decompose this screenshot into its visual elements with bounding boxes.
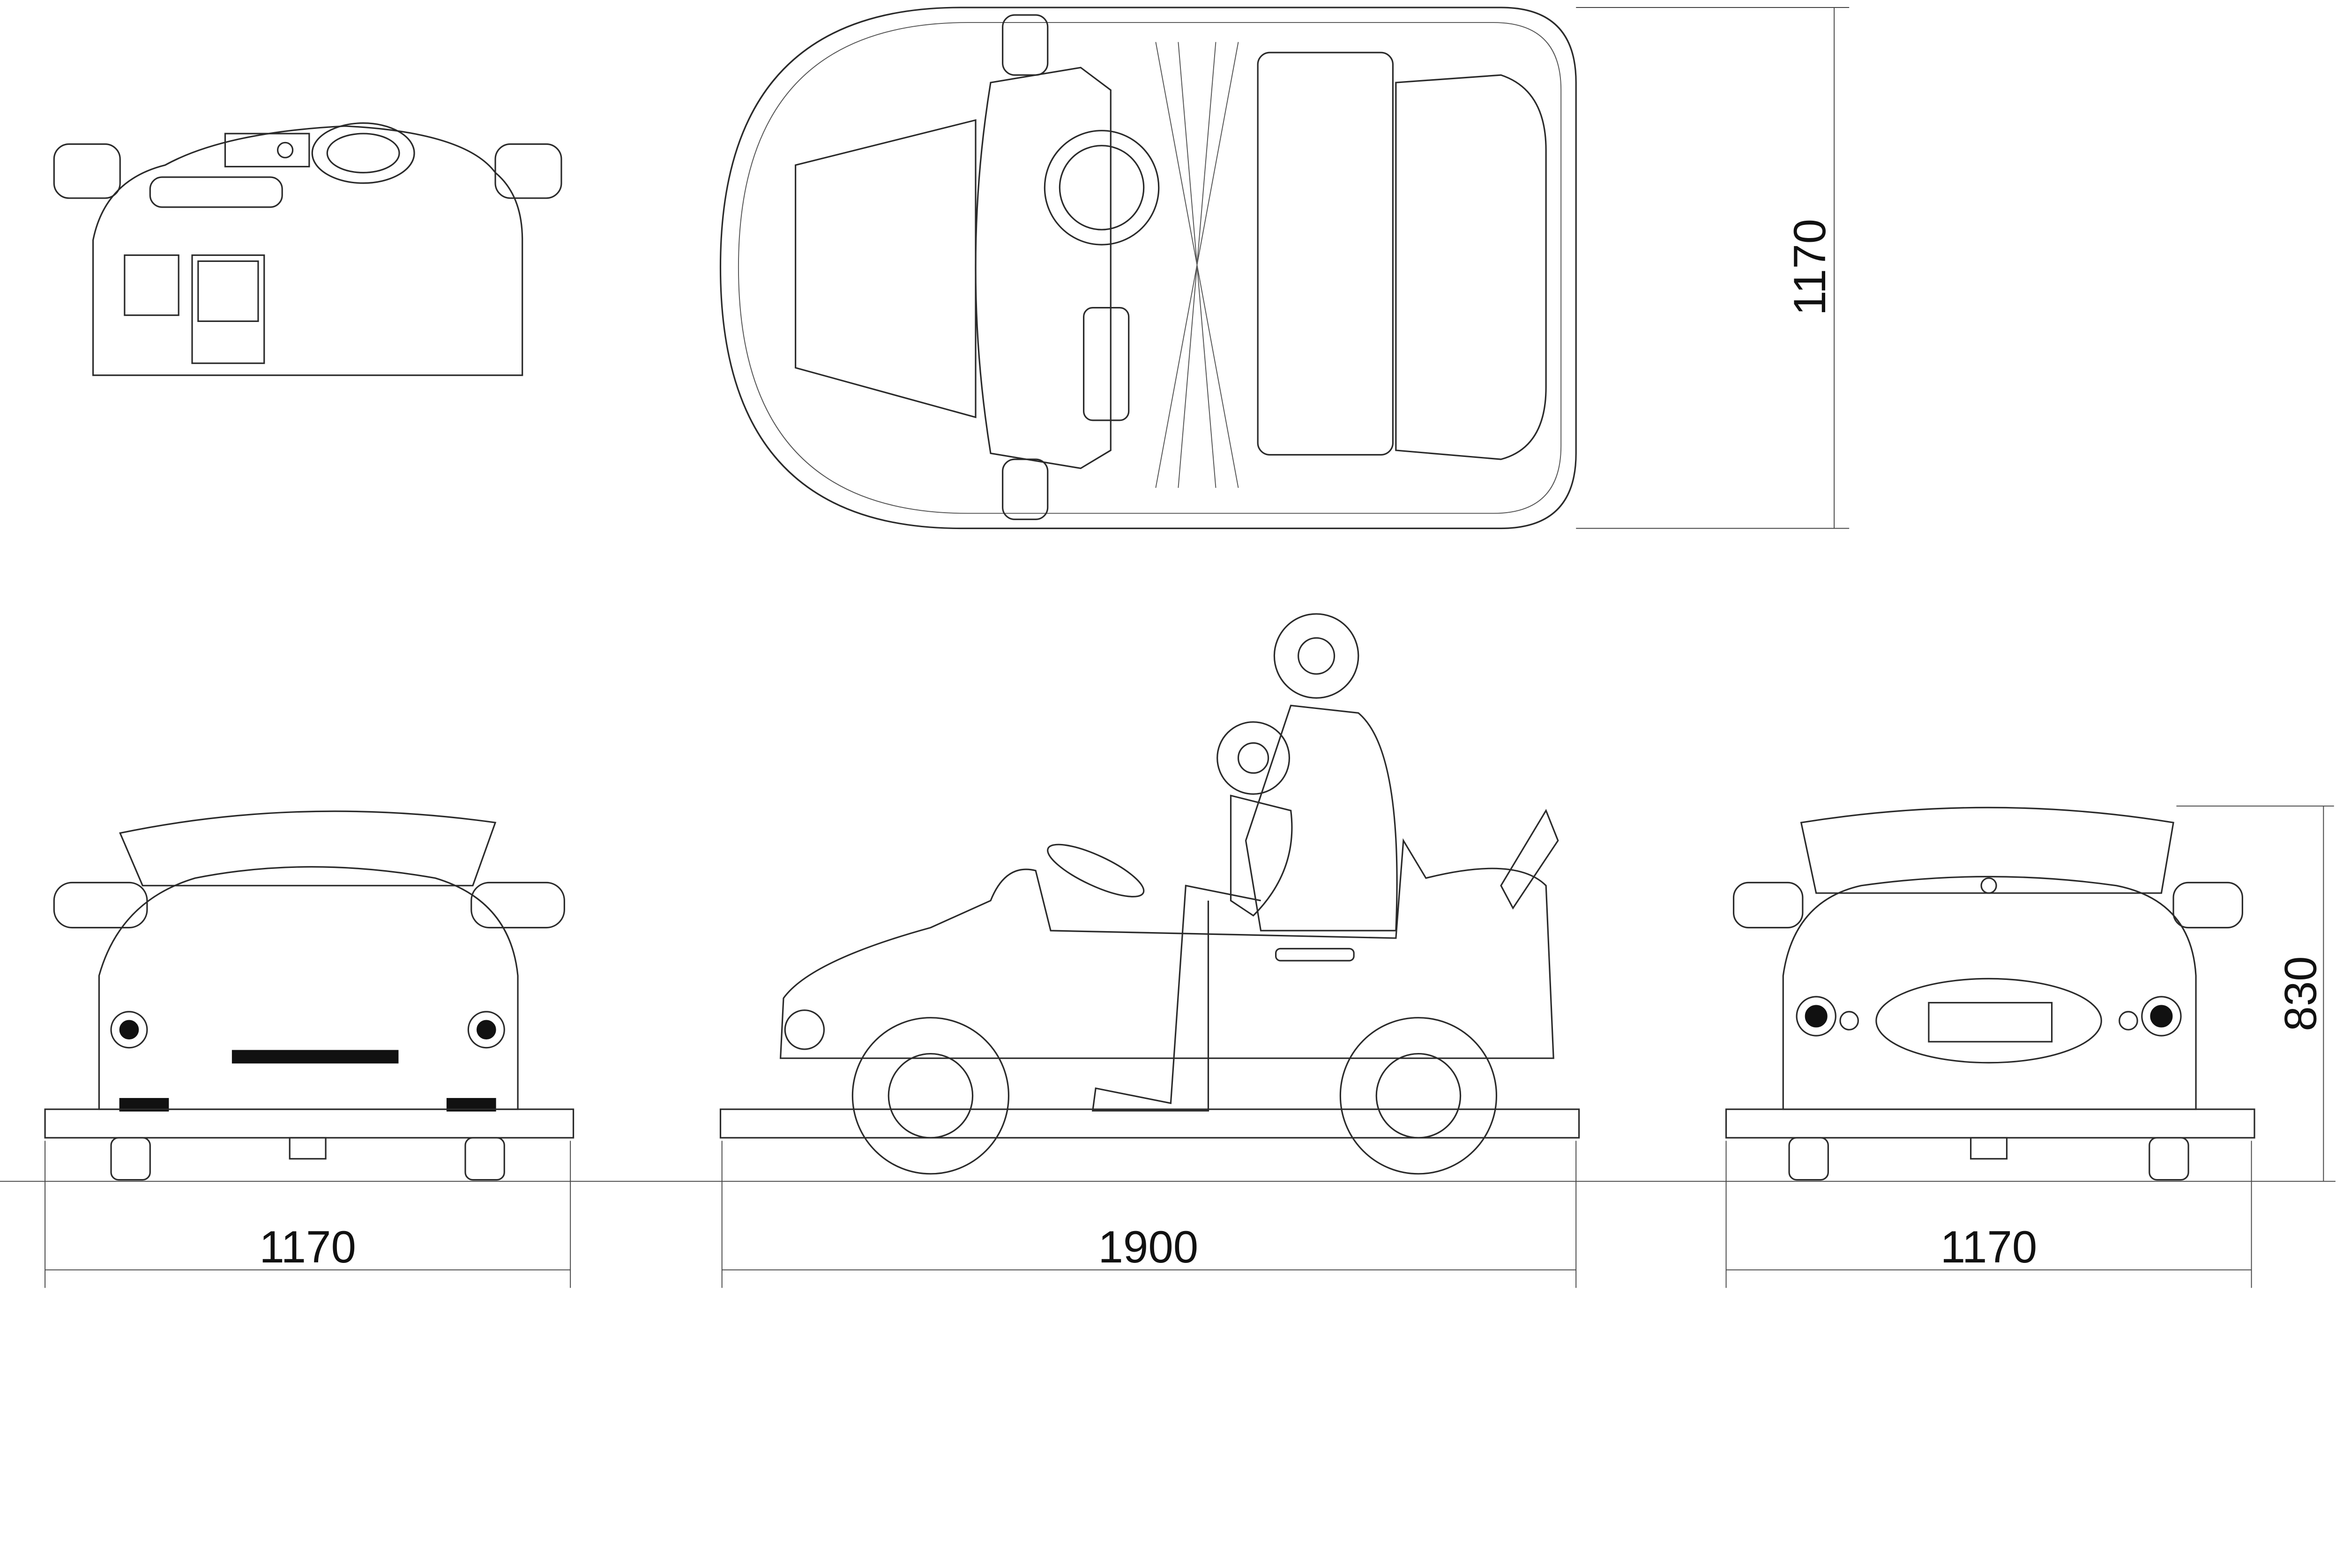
top-width-dimension: 1170 [1785, 219, 1835, 316]
rear-view [1725, 806, 2255, 1181]
adult-figure [1092, 613, 1398, 1112]
dimension-lines [45, 806, 2334, 1288]
side-view [719, 613, 1580, 1175]
front-view [44, 810, 575, 1181]
child-figure [1216, 721, 1293, 917]
front-width-dimension: 1170 [259, 1222, 356, 1272]
side-length-dimension: 1900 [1098, 1222, 1198, 1272]
height-dimension: 830 [2276, 956, 2326, 1031]
rear-width-dimension: 1170 [1940, 1222, 2037, 1272]
dashboard-view [53, 122, 562, 376]
bumper-car-technical-drawing: 1170 [0, 7, 2336, 1288]
top-view: 1170 [719, 7, 1850, 530]
floor-grip-pattern [1155, 42, 1239, 488]
